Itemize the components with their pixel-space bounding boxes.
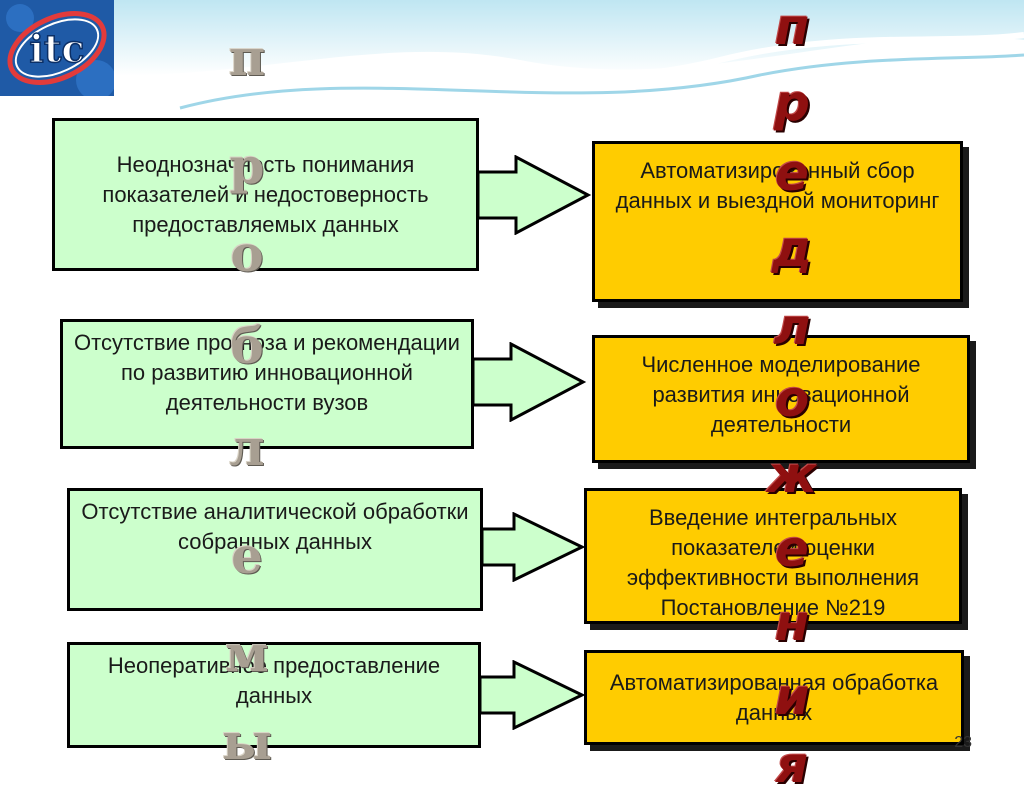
proposals-letter: н [774, 594, 810, 652]
problem-text: Неоперативное предоставление данных [107, 653, 441, 708]
arrow-right-icon [480, 660, 586, 730]
problem-box: Неоперативное предоставление данных [67, 642, 481, 748]
problem-text: Отсутствие аналитической обработки собра… [81, 499, 469, 554]
proposals-letter: е [775, 144, 809, 202]
solution-box: Автоматизированный сбор данных и выездно… [592, 141, 963, 302]
problem-box: Отсутствие аналитической обработки собра… [67, 488, 483, 611]
proposals-letter: е [775, 520, 809, 578]
proposals-letter: о [774, 370, 810, 428]
solution-box: Введение интегральных показателей оценки… [584, 488, 962, 624]
proposals-letter: я [775, 736, 809, 794]
problems-letter: е [231, 526, 263, 585]
problems-letter: л [229, 418, 265, 477]
itc-globe-logo: itc [0, 0, 114, 96]
arrow-right-icon [473, 342, 587, 422]
logo-text: itc [29, 26, 84, 71]
solution-text: Введение интегральных показателей оценки… [626, 505, 920, 620]
proposals-letter: ж [767, 446, 817, 504]
proposals-letter: л [773, 298, 811, 356]
problems-letter: р [229, 136, 265, 195]
solution-text: Автоматизированная обработка данных [609, 669, 939, 725]
proposals-letter: п [774, 0, 810, 56]
problems-letter: п [228, 28, 266, 87]
proposals-letter: д [771, 220, 813, 278]
page-number: 23 [954, 734, 972, 751]
problem-box: Отсутствие прогноза и рекомендации по ра… [60, 319, 474, 449]
arrow-right-icon [478, 155, 592, 235]
proposals-letter: р [774, 74, 810, 132]
problems-letter: м [225, 624, 269, 683]
problem-text: Неоднозначность понимания показателей и … [102, 151, 429, 237]
problems-letter: о [230, 224, 264, 283]
arrow-right-icon [482, 512, 586, 582]
problems-letter: б [230, 316, 264, 375]
solution-box: Численное моделирование развития инновац… [592, 335, 970, 463]
solution-box: Автоматизированная обработка данных [584, 650, 964, 745]
proposals-letter: и [774, 668, 810, 726]
problem-text: Отсутствие прогноза и рекомендации по ра… [74, 330, 460, 415]
solution-text: Численное моделирование развития инновац… [641, 352, 921, 437]
solution-text: Автоматизированный сбор данных и выездно… [615, 158, 940, 213]
problem-box: Неоднозначность понимания показателей и … [52, 118, 479, 271]
problems-letter: ы [221, 712, 273, 771]
